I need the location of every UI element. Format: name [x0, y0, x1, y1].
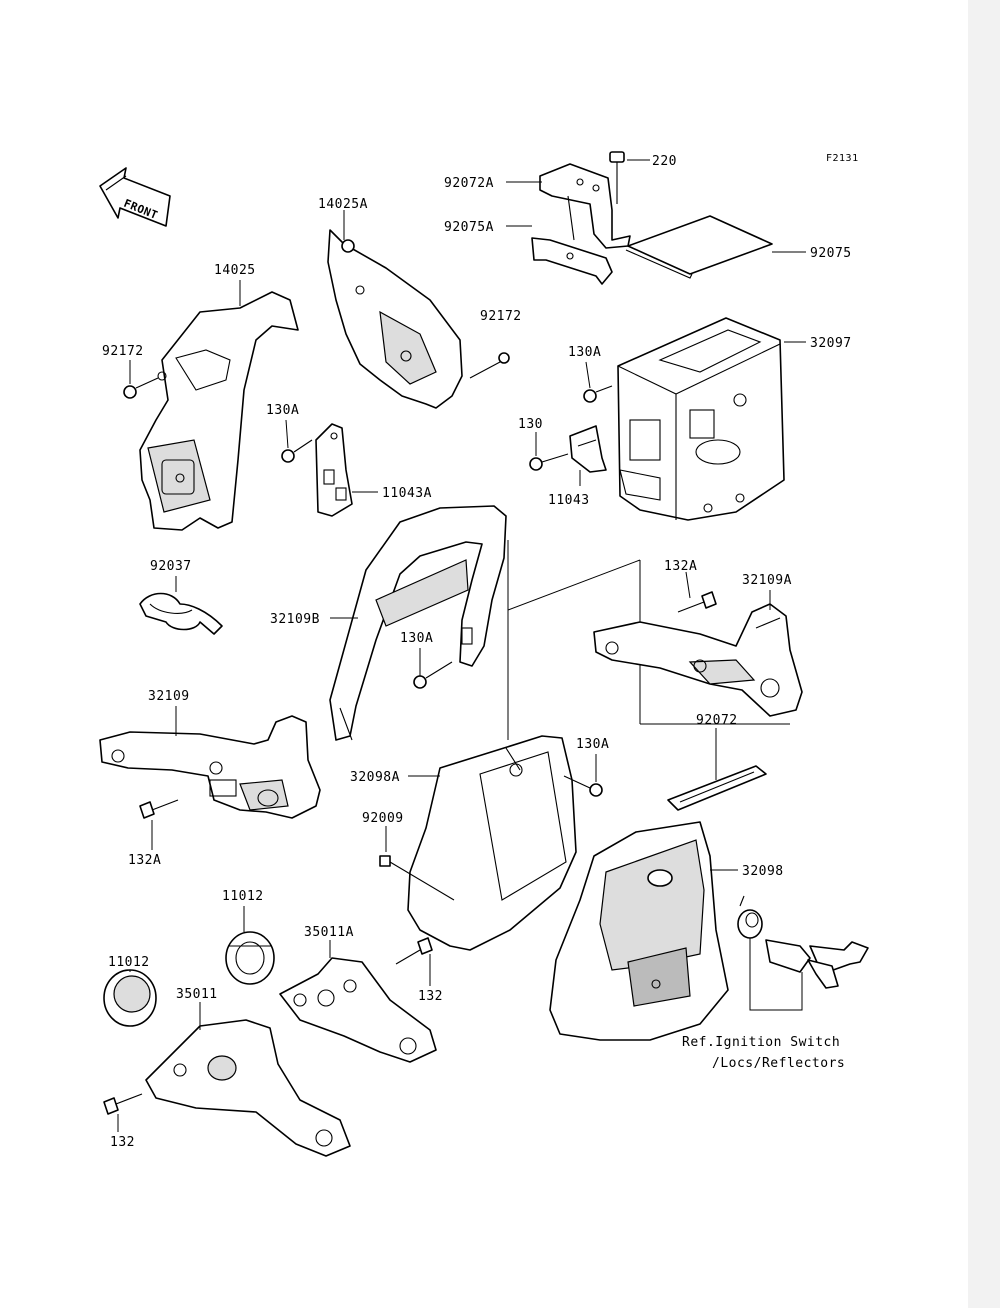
clamp-92037 — [139, 592, 223, 635]
label-132A-bottom: 132A — [128, 853, 161, 868]
label-11043A: 11043A — [382, 486, 432, 501]
label-92172-mid: 92172 — [480, 309, 522, 324]
label-92172-left: 92172 — [102, 344, 144, 359]
label-32109: 32109 — [148, 689, 190, 704]
strap-92072 — [667, 765, 767, 811]
screw-130A-top — [583, 385, 613, 403]
label-130A-top: 130A — [568, 345, 601, 360]
screw-130 — [529, 453, 569, 471]
page-edge-shadow — [968, 0, 1000, 1308]
bolt-132A-top — [677, 591, 717, 613]
label-92075: 92075 — [810, 246, 852, 261]
battery-strap-bracket — [539, 163, 631, 249]
label-92009: 92009 — [362, 811, 404, 826]
screw-130A-right — [563, 775, 603, 797]
label-92072: 92072 — [696, 713, 738, 728]
label-130A-left: 130A — [266, 403, 299, 418]
bolt-132-right — [395, 937, 433, 965]
label-130A-mid: 130A — [400, 631, 433, 646]
clip-11043A — [315, 423, 353, 517]
screw-92172-mid — [469, 352, 510, 379]
label-92037: 92037 — [150, 559, 192, 574]
label-130: 130 — [518, 417, 543, 432]
side-cover-left — [139, 291, 299, 531]
label-14025: 14025 — [214, 263, 256, 278]
label-11012-top: 11012 — [222, 889, 264, 904]
label-32098A: 32098A — [350, 770, 400, 785]
label-92072A: 92072A — [444, 176, 494, 191]
front-direction-arrow: FRONT — [99, 167, 171, 227]
bracket-35011A — [279, 957, 437, 1063]
ref-line-a — [507, 559, 641, 611]
clip-11043 — [569, 425, 607, 473]
reference-note-line-2: /Locs/Reflectors — [712, 1056, 845, 1071]
label-14025A: 14025A — [318, 197, 368, 212]
label-132A-top: 132A — [664, 559, 697, 574]
label-32109A: 32109A — [742, 573, 792, 588]
keys — [765, 939, 869, 989]
battery-case-32097 — [617, 317, 785, 521]
bolt-132-left — [103, 1093, 143, 1115]
bolt-132A-bottom — [139, 799, 179, 819]
battery-plate-92075A — [531, 237, 613, 285]
label-35011: 35011 — [176, 987, 218, 1002]
side-cover-right — [327, 229, 463, 409]
rear-rail-32109 — [99, 715, 321, 819]
label-220: 220 — [652, 154, 677, 169]
label-32109B: 32109B — [270, 612, 320, 627]
label-132-right: 132 — [418, 989, 443, 1004]
label-32097: 32097 — [810, 336, 852, 351]
rear-frame-32109B — [329, 505, 507, 741]
battery-pad-92075 — [625, 215, 773, 279]
tool-box-cover-32098 — [549, 821, 729, 1041]
label-11043: 11043 — [548, 493, 590, 508]
rear-rail-32109A — [593, 603, 803, 717]
lock-cylinder — [737, 895, 763, 939]
label-leaders — [117, 159, 806, 1132]
tool-box-inner-32098A — [407, 735, 577, 951]
label-130A-right: 130A — [576, 737, 609, 752]
screw-130A-mid — [413, 661, 453, 689]
bracket-35011 — [145, 1019, 351, 1157]
cap-11012-left — [103, 969, 157, 1027]
cap-11012-top — [225, 931, 275, 985]
screw-92172-left — [123, 377, 159, 399]
label-11012-left: 11012 — [108, 955, 150, 970]
screw-92009 — [379, 855, 455, 901]
label-32098: 32098 — [742, 864, 784, 879]
ref-bracket-line — [749, 938, 803, 1011]
bolt-220 — [609, 151, 625, 204]
label-132-left: 132 — [110, 1135, 135, 1150]
figure-code: F2131 — [826, 153, 859, 164]
screw-130A-left — [281, 439, 313, 463]
reference-note-line-1: Ref.Ignition Switch — [682, 1035, 840, 1050]
label-35011A: 35011A — [304, 925, 354, 940]
label-92075A: 92075A — [444, 220, 494, 235]
